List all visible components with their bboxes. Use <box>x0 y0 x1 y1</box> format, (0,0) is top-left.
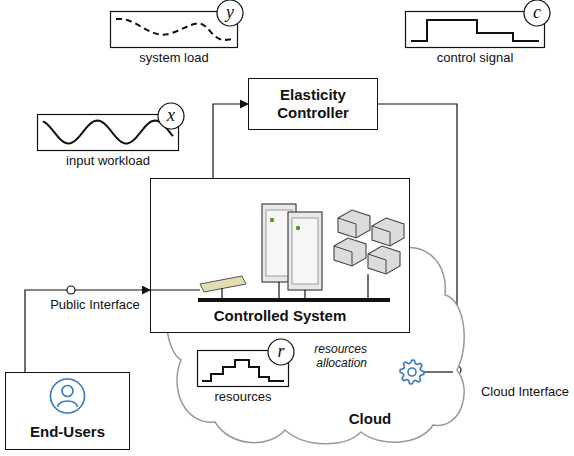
interface-port <box>67 286 75 294</box>
control-step <box>411 20 539 41</box>
bus-stub <box>278 282 279 300</box>
server-led <box>295 225 299 229</box>
connector <box>25 290 150 372</box>
blade-edge <box>351 252 352 266</box>
blade-server <box>368 246 400 274</box>
signal-letter: y <box>217 2 243 22</box>
icon-body <box>58 401 78 407</box>
signal-plot-node: ysystem load <box>110 3 238 69</box>
gear-icon <box>400 360 424 384</box>
icon-head <box>62 386 73 397</box>
blade-edge <box>338 218 356 224</box>
process-box: Elasticity Controller <box>248 78 378 130</box>
blade-edge <box>389 232 390 246</box>
signal-caption: control signal <box>385 50 565 65</box>
signal-circle <box>524 0 550 26</box>
connector <box>213 104 248 178</box>
cloud-shape <box>167 227 464 444</box>
gear-hub <box>408 368 416 376</box>
signal-caption: system load <box>90 50 258 65</box>
resource-steps <box>202 360 284 381</box>
signal-letter: c <box>524 2 550 22</box>
blade-edge <box>385 260 386 274</box>
signal-plot <box>110 3 246 51</box>
wire <box>150 289 200 290</box>
bus-stub <box>367 274 368 300</box>
signal-plot-node: ccontrol signal <box>405 3 545 69</box>
cloud-title: Cloud <box>340 410 400 428</box>
signal-plot-node: xinput workload <box>37 106 179 172</box>
network-bus <box>198 298 390 302</box>
signal-plot <box>405 3 553 51</box>
blade-server <box>372 218 404 246</box>
edge-label: resources allocation <box>295 342 367 370</box>
signal-letter: x <box>158 105 184 125</box>
interface-wire <box>424 371 453 372</box>
server-face <box>292 218 318 284</box>
signal-plot-node: rresources <box>197 342 289 408</box>
signal-circle <box>158 103 184 129</box>
blade-edge <box>368 254 386 260</box>
bus-stub <box>304 290 305 300</box>
server-tower <box>288 212 322 290</box>
user-icon <box>6 373 131 419</box>
interface-label: Cloud Interface <box>478 384 572 399</box>
user-title: End-Users <box>6 423 129 441</box>
signal-caption: resources <box>177 389 309 404</box>
system-title: Controlled System <box>151 307 409 325</box>
blade-server <box>338 210 370 238</box>
signal-plot <box>37 106 187 154</box>
interface-label: Public Interface <box>48 297 142 312</box>
server-led <box>269 217 273 221</box>
plot-frame <box>38 115 179 151</box>
blade-edge <box>372 226 390 232</box>
signal-circle <box>268 339 294 365</box>
load-curve <box>116 19 232 40</box>
plot-frame <box>406 12 545 48</box>
blade-edge <box>334 246 352 252</box>
bus-stub <box>221 288 222 300</box>
network-switch <box>200 276 246 292</box>
signal-caption: input workload <box>17 153 199 168</box>
blade-edge <box>355 224 356 238</box>
blade-server <box>334 238 366 266</box>
icon-ring <box>51 379 85 413</box>
process-box: Controlled System <box>150 178 410 333</box>
process-box: End-Users <box>5 372 130 450</box>
controller-title: Elasticity Controller <box>270 86 356 122</box>
workload-wave <box>43 121 173 144</box>
signal-letter: r <box>268 341 294 361</box>
signal-circle <box>217 0 243 26</box>
